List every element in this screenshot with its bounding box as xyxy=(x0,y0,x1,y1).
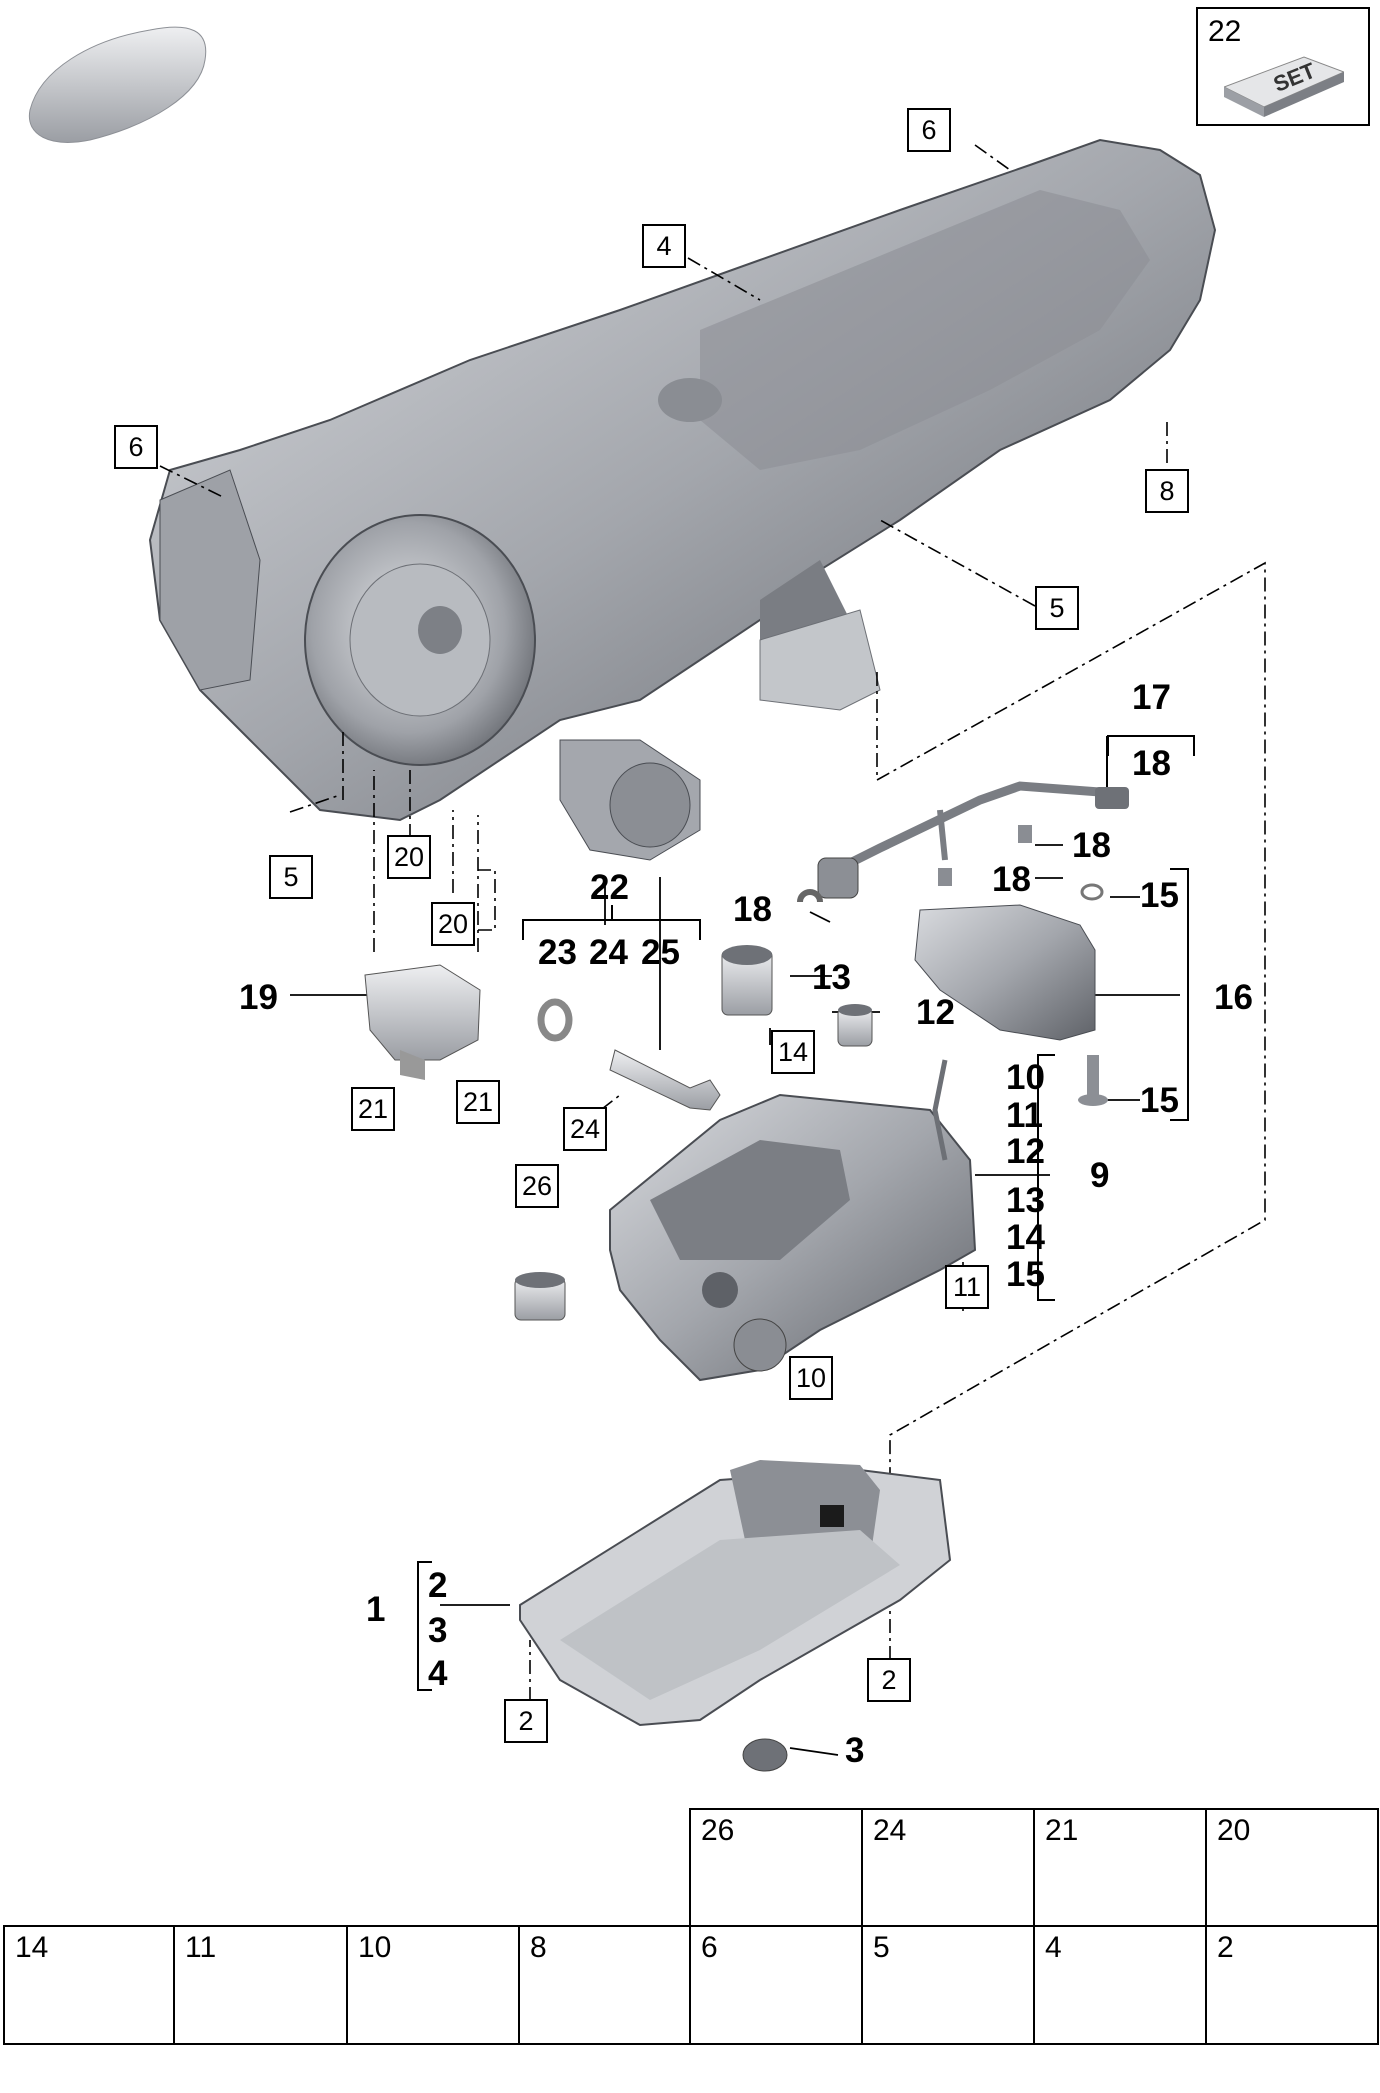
table-label: 24 xyxy=(873,1814,907,1847)
set-number: 22 xyxy=(1208,15,1242,48)
callout-group-3: 3 xyxy=(428,1611,448,1650)
callout-4: 4 xyxy=(642,224,686,268)
pipe-parts xyxy=(537,998,721,1111)
oil-pan xyxy=(519,1460,952,1772)
callout-5-right: 5 xyxy=(1035,586,1079,630)
callout-3: 3 xyxy=(845,1731,865,1770)
callout-18-c: 18 xyxy=(733,890,772,929)
table-cell-6: 6 xyxy=(689,1925,863,2045)
callout-24-bold: 24 xyxy=(589,933,628,972)
table-cell-5: 5 xyxy=(861,1925,1035,2045)
callout-18-b: 18 xyxy=(992,860,1031,899)
callout-21-b: 21 xyxy=(456,1080,500,1124)
table-label: 20 xyxy=(1217,1814,1251,1847)
callout-18-a: 18 xyxy=(1072,826,1111,865)
callout-13: 13 xyxy=(812,958,851,997)
callout-group-15: 15 xyxy=(1006,1255,1045,1294)
brackets xyxy=(417,735,1195,1691)
table-cell-8: 8 xyxy=(518,1925,691,2045)
table-label: 10 xyxy=(358,1931,392,1964)
callout-21-a: 21 xyxy=(351,1087,395,1131)
table-cell-21: 21 xyxy=(1033,1808,1207,1927)
table-cell-14: 14 xyxy=(3,1925,175,2045)
table-cell-10: 10 xyxy=(346,1925,520,2045)
transmission-assembly xyxy=(148,138,1217,861)
callout-24: 24 xyxy=(563,1107,607,1151)
callout-14: 14 xyxy=(771,1030,815,1074)
callout-10: 10 xyxy=(789,1356,833,1400)
callout-15-b: 15 xyxy=(1140,1081,1179,1120)
table-label: 11 xyxy=(185,1931,217,1964)
callout-1: 1 xyxy=(366,1590,386,1629)
callout-19: 19 xyxy=(239,978,278,1017)
wiring-harness xyxy=(797,781,1129,903)
table-cell-26: 26 xyxy=(689,1808,863,1927)
table-cell-4: 4 xyxy=(1033,1925,1207,2045)
callout-8: 8 xyxy=(1145,469,1189,513)
table-label: 21 xyxy=(1045,1814,1079,1847)
mechatronic-actuator xyxy=(914,883,1108,1106)
table-cell-20: 20 xyxy=(1205,1808,1379,1927)
callout-18-top: 18 xyxy=(1132,744,1171,783)
callout-5-left: 5 xyxy=(269,855,313,899)
callout-group-11: 11 xyxy=(1006,1096,1043,1135)
callout-group-2: 2 xyxy=(428,1566,448,1605)
callout-group-12: 12 xyxy=(1006,1132,1045,1171)
callout-2-right: 2 xyxy=(867,1658,911,1702)
callout-group-10: 10 xyxy=(1006,1058,1045,1097)
callout-6-front: 6 xyxy=(114,425,158,469)
seal-parts xyxy=(721,945,873,1047)
set-box: 22 SET xyxy=(1196,7,1370,126)
table-label: 6 xyxy=(701,1931,718,1964)
callout-17: 17 xyxy=(1132,678,1171,717)
table-cell-24: 24 xyxy=(861,1808,1035,1927)
callout-23: 23 xyxy=(538,933,577,972)
callout-12: 12 xyxy=(916,993,955,1032)
table-cell-2: 2 xyxy=(1205,1925,1379,2045)
drain-plug xyxy=(514,1272,566,1321)
callout-20-b: 20 xyxy=(431,902,475,946)
callout-group-4: 4 xyxy=(428,1654,448,1693)
callout-20-a: 20 xyxy=(387,835,431,879)
table-label: 14 xyxy=(15,1931,49,1964)
callout-2-left: 2 xyxy=(504,1699,548,1743)
table-label: 26 xyxy=(701,1814,735,1847)
callout-11: 11 xyxy=(945,1265,989,1309)
oil-cooler xyxy=(364,964,481,1080)
callout-16: 16 xyxy=(1214,978,1253,1017)
callout-group-13: 13 xyxy=(1006,1181,1045,1220)
valve-body xyxy=(609,1059,977,1382)
callout-15-a: 15 xyxy=(1140,876,1179,915)
callout-26: 26 xyxy=(515,1164,559,1208)
callout-22: 22 xyxy=(590,868,629,907)
callout-9: 9 xyxy=(1090,1156,1110,1195)
callout-group-14: 14 xyxy=(1006,1218,1045,1257)
set-brick-icon: SET xyxy=(1224,56,1344,117)
callout-25: 25 xyxy=(641,933,680,972)
table-label: 2 xyxy=(1217,1931,1234,1964)
table-label: 4 xyxy=(1045,1931,1062,1964)
vehicle-icon xyxy=(28,26,207,143)
table-label: 8 xyxy=(530,1931,547,1964)
table-cell-11: 11 xyxy=(173,1925,348,2045)
callout-6-rear: 6 xyxy=(907,108,951,152)
table-label: 5 xyxy=(873,1931,890,1964)
